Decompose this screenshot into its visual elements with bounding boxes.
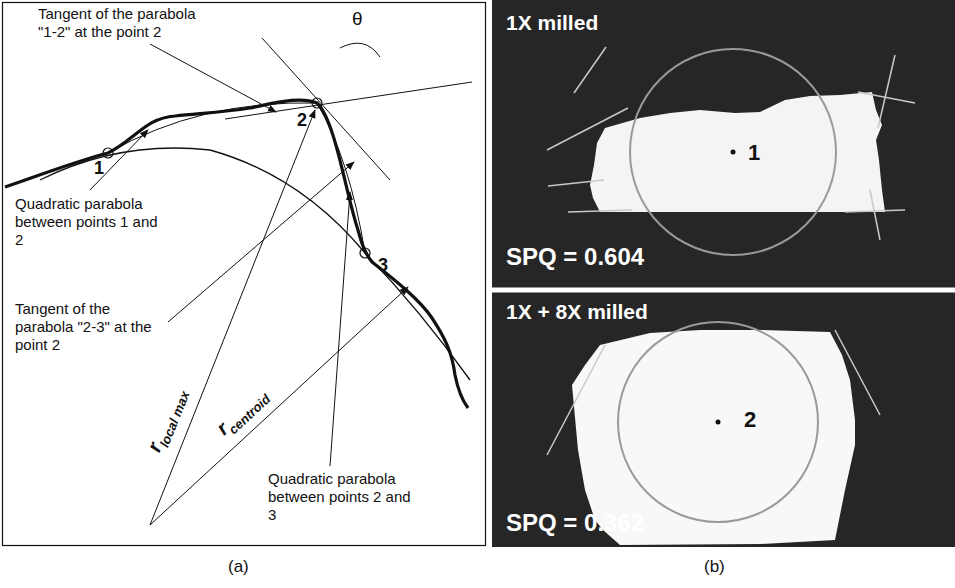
panel-frame (3, 3, 486, 546)
angle-symbol: θ (352, 8, 363, 30)
panel-label: (b) (704, 557, 725, 577)
image-title: 1X + 8X milled (506, 299, 648, 324)
leader-line (168, 162, 354, 322)
radius-subscript: centroid (226, 391, 274, 437)
point-marker (360, 248, 370, 258)
radius-label: rlocal max (143, 384, 193, 456)
radius-subscript: local max (157, 388, 193, 449)
inscribed-circle (618, 322, 818, 522)
image-ground (492, 0, 955, 547)
angle-arc (340, 43, 380, 57)
tangent-lines (547, 47, 915, 240)
centroid-dot (731, 150, 736, 155)
point-marker (103, 148, 113, 158)
particle-contour (5, 100, 468, 408)
image-panel: 1X + 8X milled 2SPQ = 0.362 (492, 293, 955, 547)
leader-line (330, 192, 350, 466)
point-number: 3 (378, 255, 388, 276)
particle-number: 2 (744, 407, 756, 433)
callout-text: Quadratic parabola between points 1 and … (15, 195, 160, 249)
callout-text: Tangent of the parabola "2-3" at the poi… (15, 300, 163, 354)
leader-line (150, 44, 276, 112)
inscribed-circle (630, 49, 836, 255)
image-divider (492, 288, 955, 293)
point-number: 2 (297, 110, 307, 131)
centroid-arc (40, 148, 470, 380)
radius-line (150, 110, 315, 525)
radius-label: rcentroid (212, 382, 274, 442)
image-title: 1X milled (506, 10, 598, 35)
callout-text: Tangent of the parabola "1-2" at the poi… (38, 5, 218, 41)
centroid-dot (716, 420, 721, 425)
spq-value: SPQ = 0.604 (506, 243, 644, 271)
point-marker (312, 98, 322, 108)
tangent-line (225, 82, 472, 119)
panel-label: (a) (228, 557, 249, 577)
particle-blob (590, 92, 885, 212)
particle-number: 1 (748, 140, 760, 166)
point-number: 1 (94, 158, 104, 179)
spq-value: SPQ = 0.362 (506, 509, 644, 537)
tangent-lines (547, 330, 880, 455)
callout-text: Quadratic parabola between points 2 and … (268, 470, 418, 524)
image-panel: 1X milled 1SPQ = 0.604 (492, 0, 955, 287)
tangent-line (262, 38, 390, 180)
leader-line (90, 130, 148, 190)
